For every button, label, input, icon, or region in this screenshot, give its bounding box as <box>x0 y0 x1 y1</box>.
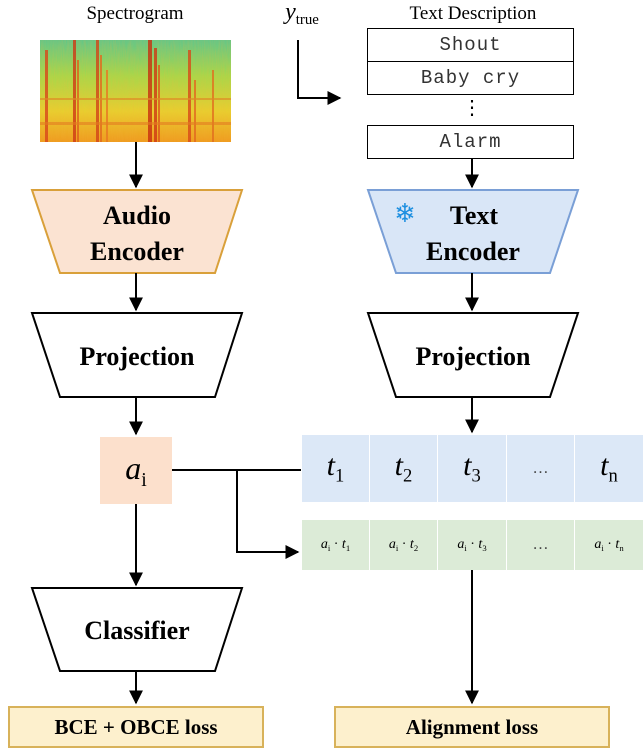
projection-audio-label: Projection <box>79 342 195 371</box>
text-embedding-cell: t1 <box>302 435 369 502</box>
product-ellipsis: … <box>507 520 574 570</box>
product-cell: ai · t3 <box>438 520 506 570</box>
text-description-item: Alarm <box>367 125 574 159</box>
text-description-item: Baby cry <box>367 61 574 95</box>
text-embedding-cell: t2 <box>370 435 437 502</box>
text-embedding-cell: t3 <box>438 435 506 502</box>
bce-obce-loss-box: BCE + OBCE loss <box>8 706 264 748</box>
classifier-shape <box>30 587 244 672</box>
audio-encoder-label: Audio Encoder <box>90 201 184 266</box>
projection-audio-shape <box>30 312 244 398</box>
snowflake-icon: ❄ <box>394 199 416 229</box>
alignment-loss-box: Alignment loss <box>334 706 610 748</box>
text-embedding-ellipsis: … <box>507 435 574 502</box>
product-cell: ai · t1 <box>302 520 369 570</box>
audio-embedding-box: ai <box>100 437 172 504</box>
spectrogram-image <box>40 40 231 142</box>
text-embedding-cell: tn <box>575 435 643 502</box>
text-description-item: Shout <box>367 28 574 62</box>
projection-text-shape <box>366 312 580 398</box>
y-true-label: ytrue <box>285 0 319 29</box>
text-encoder-label: Text <box>449 201 499 230</box>
spectrogram-label: Spectrogram <box>86 3 184 24</box>
arrow-ytrue-to-descriptions <box>297 40 342 105</box>
audio-encoder-shape <box>30 189 244 274</box>
product-cell: ai · t2 <box>370 520 437 570</box>
text-encoder-label-line2: Encoder <box>426 237 520 266</box>
classifier-label: Classifier <box>84 616 190 645</box>
vertical-ellipsis: ⋮ <box>462 97 482 119</box>
text-description-label: Text Description <box>409 3 537 24</box>
product-cell: ai · tn <box>575 520 643 570</box>
arrow-ai-to-products <box>236 470 300 559</box>
text-encoder-shape <box>366 189 580 274</box>
projection-text-label: Projection <box>415 342 531 371</box>
